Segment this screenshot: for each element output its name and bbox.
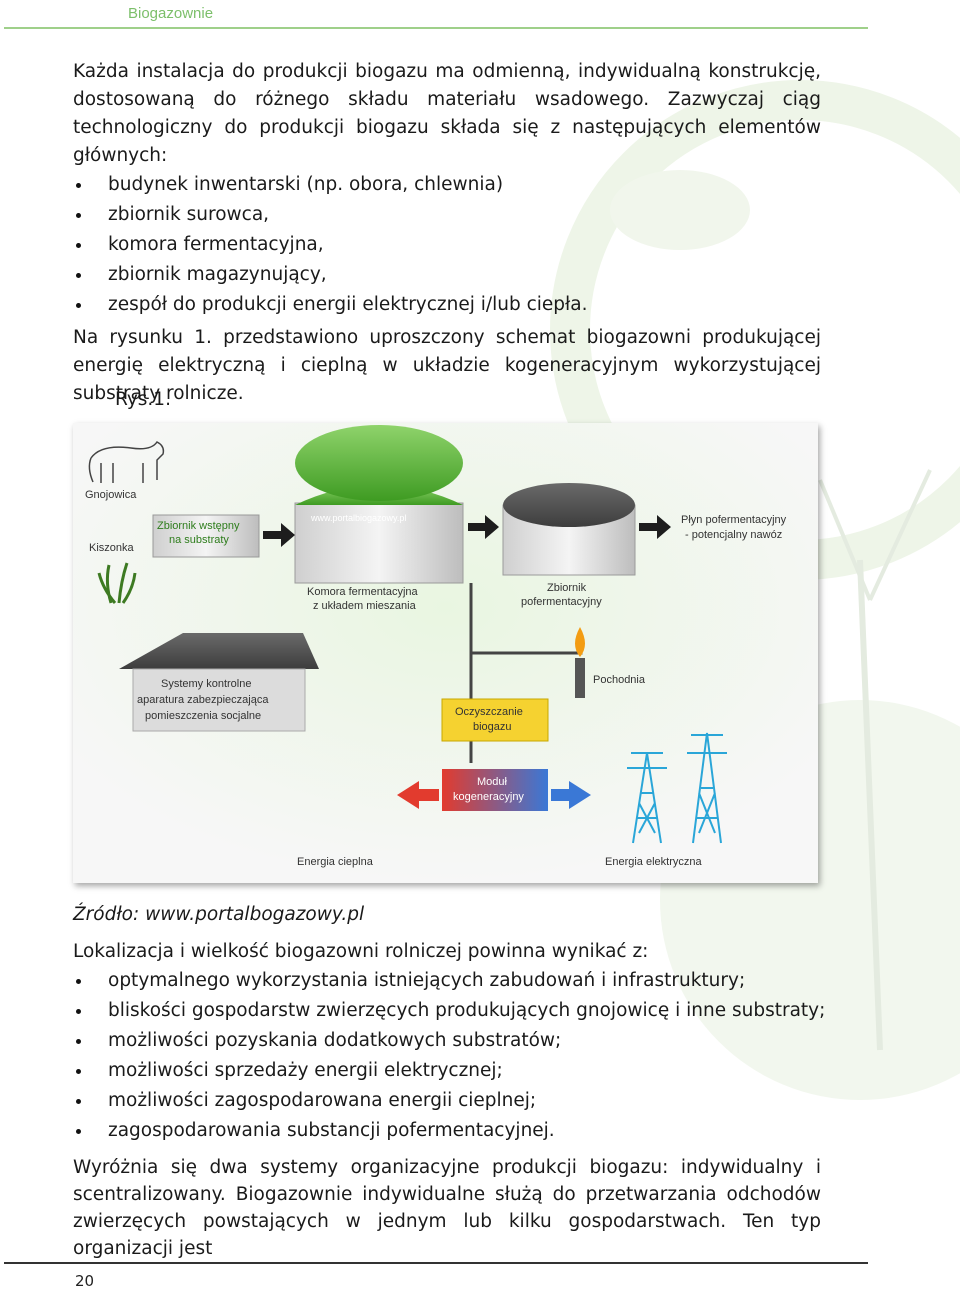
bullet-icon bbox=[76, 979, 81, 984]
label-oczyszczanie-1: Oczyszczanie bbox=[455, 706, 523, 718]
bullet-icon bbox=[76, 1099, 81, 1104]
intro-section: Każda instalacja do produkcji biogazu ma… bbox=[73, 58, 821, 408]
location-list: optymalnego wykorzystania istniejących z… bbox=[73, 966, 825, 1146]
footer-divider bbox=[4, 1262, 868, 1264]
silage-plant-icon bbox=[97, 562, 137, 604]
list-item: budynek inwentarski (np. obora, chlewnia… bbox=[73, 170, 821, 200]
preliminary-tank: Zbiornik wstępny na substraty bbox=[152, 514, 260, 558]
list-item: komora fermentacyjna, bbox=[73, 230, 821, 260]
power-arrow-icon bbox=[551, 781, 591, 809]
closing-section: Wyróżnia się dwa systemy organizacyjne p… bbox=[73, 1154, 821, 1262]
label-zbiornik-wstepny-2: na substraty bbox=[169, 534, 229, 546]
bullet-icon bbox=[76, 273, 81, 278]
list-item: możliwości pozyskania dodatkowych substr… bbox=[73, 1026, 821, 1056]
flare-icon bbox=[575, 627, 585, 698]
list-item: zbiornik magazynujący, bbox=[73, 260, 821, 290]
list-item: zbiornik surowca, bbox=[73, 200, 821, 230]
bullet-icon bbox=[76, 1069, 81, 1074]
label-plyn-1: Płyn pofermentacyjny bbox=[681, 514, 787, 526]
bullet-icon bbox=[76, 1009, 81, 1014]
page-number: 20 bbox=[75, 1272, 95, 1290]
label-zbiornik-wstepny-1: Zbiornik wstępny bbox=[157, 520, 240, 532]
label-pochodnia: Pochodnia bbox=[593, 674, 646, 686]
intro-list: budynek inwentarski (np. obora, chlewnia… bbox=[73, 170, 821, 320]
figure-intro-paragraph: Na rysunku 1. przedstawiono uproszczony … bbox=[73, 327, 821, 404]
label-systemy-2: aparatura zabezpieczająca bbox=[137, 694, 269, 706]
label-modul-1: Moduł bbox=[477, 776, 508, 788]
bullet-icon bbox=[76, 183, 81, 188]
header-divider bbox=[4, 27, 868, 29]
label-zbiornik-poferm-1: Zbiornik bbox=[547, 582, 587, 594]
power-pylon-icon bbox=[627, 732, 727, 844]
label-komora-2: z układem mieszania bbox=[313, 600, 417, 612]
label-plyn-2: - potencjalny nawóz bbox=[685, 529, 782, 541]
figure-label: Rys.1. bbox=[115, 389, 171, 410]
label-energia-elektryczna: Energia elektryczna bbox=[605, 856, 702, 868]
fermentation-chamber: www.portalbiogazowy.pl bbox=[294, 425, 464, 584]
label-komora-1: Komora fermentacyjna bbox=[307, 586, 419, 598]
intro-paragraph: Każda instalacja do produkcji biogazu ma… bbox=[73, 61, 821, 166]
list-item: zagospodarowania substancji pofermentacy… bbox=[73, 1116, 821, 1146]
label-systemy-1: Systemy kontrolne bbox=[161, 678, 251, 690]
label-systemy-3: pomieszczenia socjalne bbox=[145, 710, 261, 722]
list-item: zespół do produkcji energii elektrycznej… bbox=[73, 290, 821, 320]
digestate-tank bbox=[502, 483, 636, 576]
bullet-icon bbox=[76, 303, 81, 308]
label-zbiornik-poferm-2: pofermentacyjny bbox=[521, 596, 602, 608]
label-modul-2: kogeneracyjny bbox=[453, 791, 524, 803]
label-kiszonka: Kiszonka bbox=[89, 542, 135, 554]
bullet-icon bbox=[76, 213, 81, 218]
dome-brand-text: www.portalbiogazowy.pl bbox=[310, 513, 406, 523]
heat-arrow-icon bbox=[397, 781, 439, 809]
closing-paragraph: Wyróżnia się dwa systemy organizacyjne p… bbox=[73, 1157, 821, 1259]
list-item: bliskości gospodarstw zwierzęcych produk… bbox=[73, 996, 825, 1026]
figure-source: Źródło: www.portalbogazowy.pl bbox=[73, 904, 365, 925]
list-item: optymalnego wykorzystania istniejących z… bbox=[73, 966, 821, 996]
location-paragraph: Lokalizacja i wielkość biogazowni rolnic… bbox=[73, 941, 649, 962]
bullet-icon bbox=[76, 243, 81, 248]
chp-module: Moduł kogeneracyjny bbox=[442, 769, 548, 811]
bullet-icon bbox=[76, 1039, 81, 1044]
cow-icon bbox=[88, 441, 165, 483]
biogas-plant-diagram: Gnojowica Kiszonka Zbiornik wstępny na s… bbox=[73, 423, 818, 883]
label-energia-cieplna: Energia cieplna bbox=[297, 856, 374, 868]
biogas-cleaning-box: Oczyszczanie biogazu bbox=[441, 698, 549, 742]
label-gnojowica: Gnojowica bbox=[85, 489, 137, 501]
control-building: Systemy kontrolne aparatura zabezpieczaj… bbox=[119, 633, 319, 732]
list-item: możliwości sprzedaży energii elektryczne… bbox=[73, 1056, 821, 1086]
label-oczyszczanie-2: biogazu bbox=[473, 721, 512, 733]
flow-arrows bbox=[263, 515, 671, 547]
location-section: Lokalizacja i wielkość biogazowni rolnic… bbox=[73, 938, 825, 1146]
header-section-title: Biogazownie bbox=[128, 5, 214, 22]
bullet-icon bbox=[76, 1129, 81, 1134]
list-item: możliwości zagospodarowana energii ciepl… bbox=[73, 1086, 821, 1116]
